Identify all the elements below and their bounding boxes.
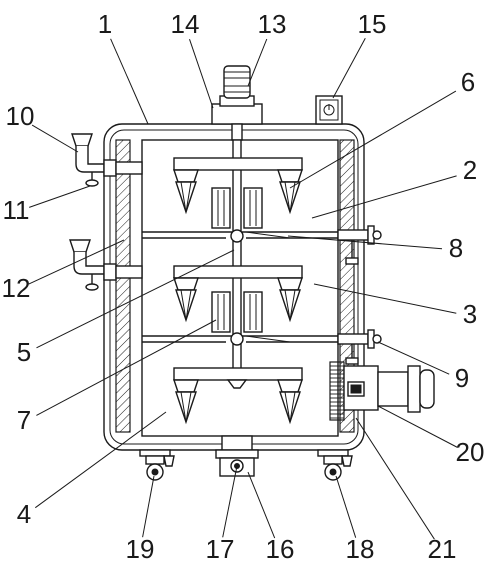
- leader-line-18: [335, 475, 357, 538]
- label-4: 4: [17, 499, 31, 529]
- label-13: 13: [258, 9, 287, 39]
- label-8: 8: [449, 233, 463, 263]
- left-wall-insulation: [115, 139, 131, 433]
- label-21: 21: [428, 534, 457, 564]
- leader-line-16: [247, 471, 276, 539]
- label-10: 10: [6, 101, 35, 131]
- upper-valve: [337, 225, 382, 265]
- leader-line-2: [311, 175, 457, 219]
- leader-line-6: [289, 90, 457, 189]
- reference-labels: 1 14 13 15 6 10 2 11 8 12 3 5 9 7 20 4 19 17 16 18 21: [2, 9, 485, 564]
- leader-line-12: [28, 239, 125, 285]
- label-19: 19: [126, 534, 155, 564]
- leader-line-11: [29, 185, 91, 208]
- label-15: 15: [358, 9, 387, 39]
- left-caster: [139, 449, 175, 481]
- upper-feed-hopper: [71, 133, 143, 187]
- label-18: 18: [346, 534, 375, 564]
- lower-feed-hopper: [69, 239, 143, 291]
- label-16: 16: [266, 534, 295, 564]
- leader-line-7: [36, 319, 217, 416]
- label-11: 11: [3, 195, 30, 225]
- leader-line-1: [110, 38, 149, 125]
- label-12: 12: [2, 273, 31, 303]
- power-switch-box: [315, 95, 343, 125]
- label-2: 2: [463, 155, 477, 185]
- stirrer-middle: [173, 265, 303, 333]
- leader-line-21: [355, 417, 435, 540]
- label-6: 6: [461, 67, 475, 97]
- label-14: 14: [171, 9, 200, 39]
- motor: [223, 65, 251, 99]
- stirrer-bottom: [173, 367, 303, 425]
- leader-line-10: [31, 124, 79, 153]
- leader-line-5: [36, 249, 235, 349]
- leader-line-17: [222, 465, 238, 538]
- leader-lines: [28, 38, 458, 540]
- label-3: 3: [463, 299, 477, 329]
- leader-line-4: [35, 411, 167, 509]
- lower-valve: [337, 329, 382, 365]
- label-17: 17: [206, 534, 235, 564]
- label-9: 9: [455, 363, 469, 393]
- right-caster: [317, 449, 353, 481]
- leader-line-20: [377, 405, 458, 448]
- bottom-discharge: [215, 435, 259, 477]
- label-1: 1: [98, 9, 112, 39]
- leader-line-14: [189, 39, 214, 109]
- leader-line-8: [287, 235, 443, 250]
- label-7: 7: [17, 405, 31, 435]
- side-blower: [329, 361, 435, 421]
- label-5: 5: [17, 337, 31, 367]
- leader-line-15: [332, 38, 366, 99]
- label-20: 20: [456, 437, 485, 467]
- stirring-shaft: [230, 139, 244, 383]
- leader-line-9: [377, 341, 450, 375]
- leader-line-13: [247, 38, 268, 87]
- leader-line-3: [313, 283, 457, 314]
- top-motor-assembly: [211, 65, 263, 141]
- leader-line-19: [142, 475, 155, 538]
- air-grille: [329, 361, 345, 421]
- stirrer-top: [173, 157, 303, 229]
- motor-support: [211, 103, 263, 125]
